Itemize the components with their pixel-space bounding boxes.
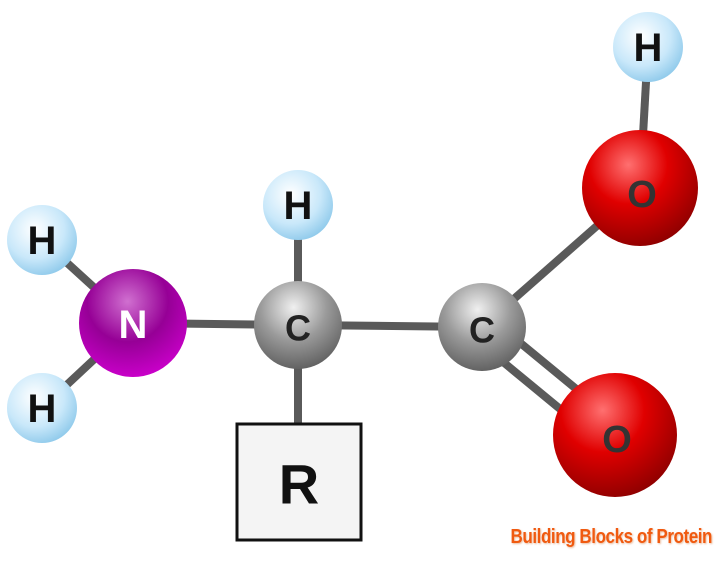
atom-o-carbonyl: O (553, 373, 677, 497)
atom-h-amino-bottom: H (7, 373, 77, 443)
atom-label: C (469, 310, 495, 351)
atom-label: O (627, 174, 657, 216)
hydrogen-sphere (263, 170, 333, 240)
caption: Building Blocks of Protein (510, 526, 713, 548)
atom-label: H (28, 219, 57, 263)
atom-label: C (285, 308, 311, 349)
bonds (39, 46, 652, 450)
carbon-sphere (438, 283, 526, 371)
hydrogen-sphere (7, 205, 77, 275)
atom-label: H (634, 26, 663, 70)
atom-n-amino: N (79, 269, 187, 377)
hydrogen-sphere (613, 12, 683, 82)
atom-label: N (119, 303, 148, 347)
oxygen-sphere (553, 373, 677, 497)
hydrogen-sphere (7, 373, 77, 443)
atom-h-amino-top: H (7, 205, 77, 275)
atom-label: H (284, 184, 313, 228)
atom-label: H (28, 387, 57, 431)
atom-h-carboxyl: H (613, 12, 683, 82)
atom-h-alpha: H (263, 170, 333, 240)
nitrogen-sphere (79, 269, 187, 377)
oxygen-sphere (582, 130, 698, 246)
atom-o-hydroxyl: O (582, 130, 698, 246)
carbon-sphere (254, 281, 342, 369)
atom-c-carboxyl: C (438, 283, 526, 371)
atom-label: O (602, 419, 632, 461)
r-group-label: R (279, 453, 319, 516)
r-group-box (235, 422, 363, 542)
atom-c-alpha: C (254, 281, 342, 369)
side-chain-box: R (235, 422, 363, 542)
